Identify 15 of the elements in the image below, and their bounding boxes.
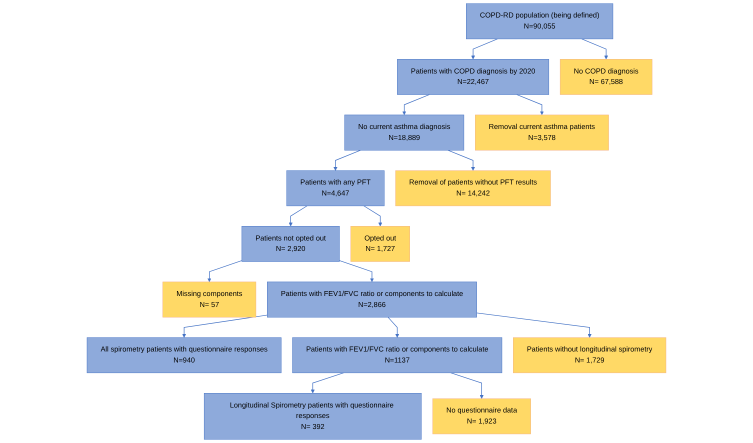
arrow bbox=[581, 38, 608, 60]
arrow bbox=[182, 314, 268, 338]
arrow bbox=[333, 150, 361, 171]
arrow bbox=[450, 372, 484, 399]
arrow bbox=[476, 312, 592, 338]
arrow bbox=[448, 150, 476, 171]
arrow bbox=[288, 206, 308, 226]
arrow bbox=[364, 206, 382, 226]
arrow bbox=[516, 94, 544, 116]
arrow bbox=[388, 316, 400, 338]
arrow bbox=[310, 372, 344, 394]
arrow bbox=[207, 260, 242, 282]
arrow bbox=[471, 38, 498, 60]
arrow bbox=[339, 260, 374, 282]
arrow bbox=[402, 94, 430, 116]
